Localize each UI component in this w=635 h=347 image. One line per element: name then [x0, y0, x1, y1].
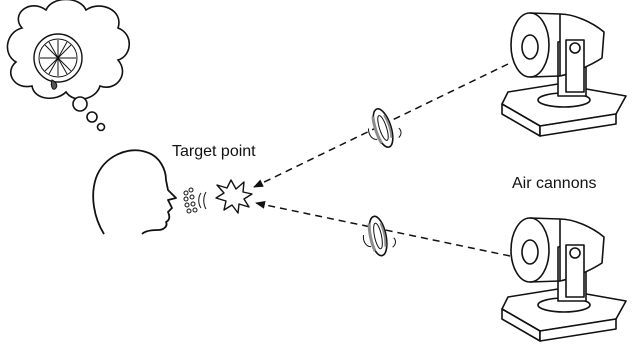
target-point-label: Target point	[172, 143, 256, 160]
vortex-ring-icon	[367, 108, 402, 148]
collision-burst-icon	[215, 179, 253, 214]
lemon-slice-icon	[33, 33, 83, 90]
vortex-ring-icon	[362, 215, 396, 257]
air-cannon-icon	[501, 12, 627, 137]
air-cannons-label: Air cannons	[512, 175, 597, 192]
head-profile-icon	[92, 149, 177, 235]
trajectory-line-bottom	[255, 200, 511, 257]
scent-particles-icon	[183, 187, 207, 214]
air-cannon-icon	[501, 217, 627, 342]
